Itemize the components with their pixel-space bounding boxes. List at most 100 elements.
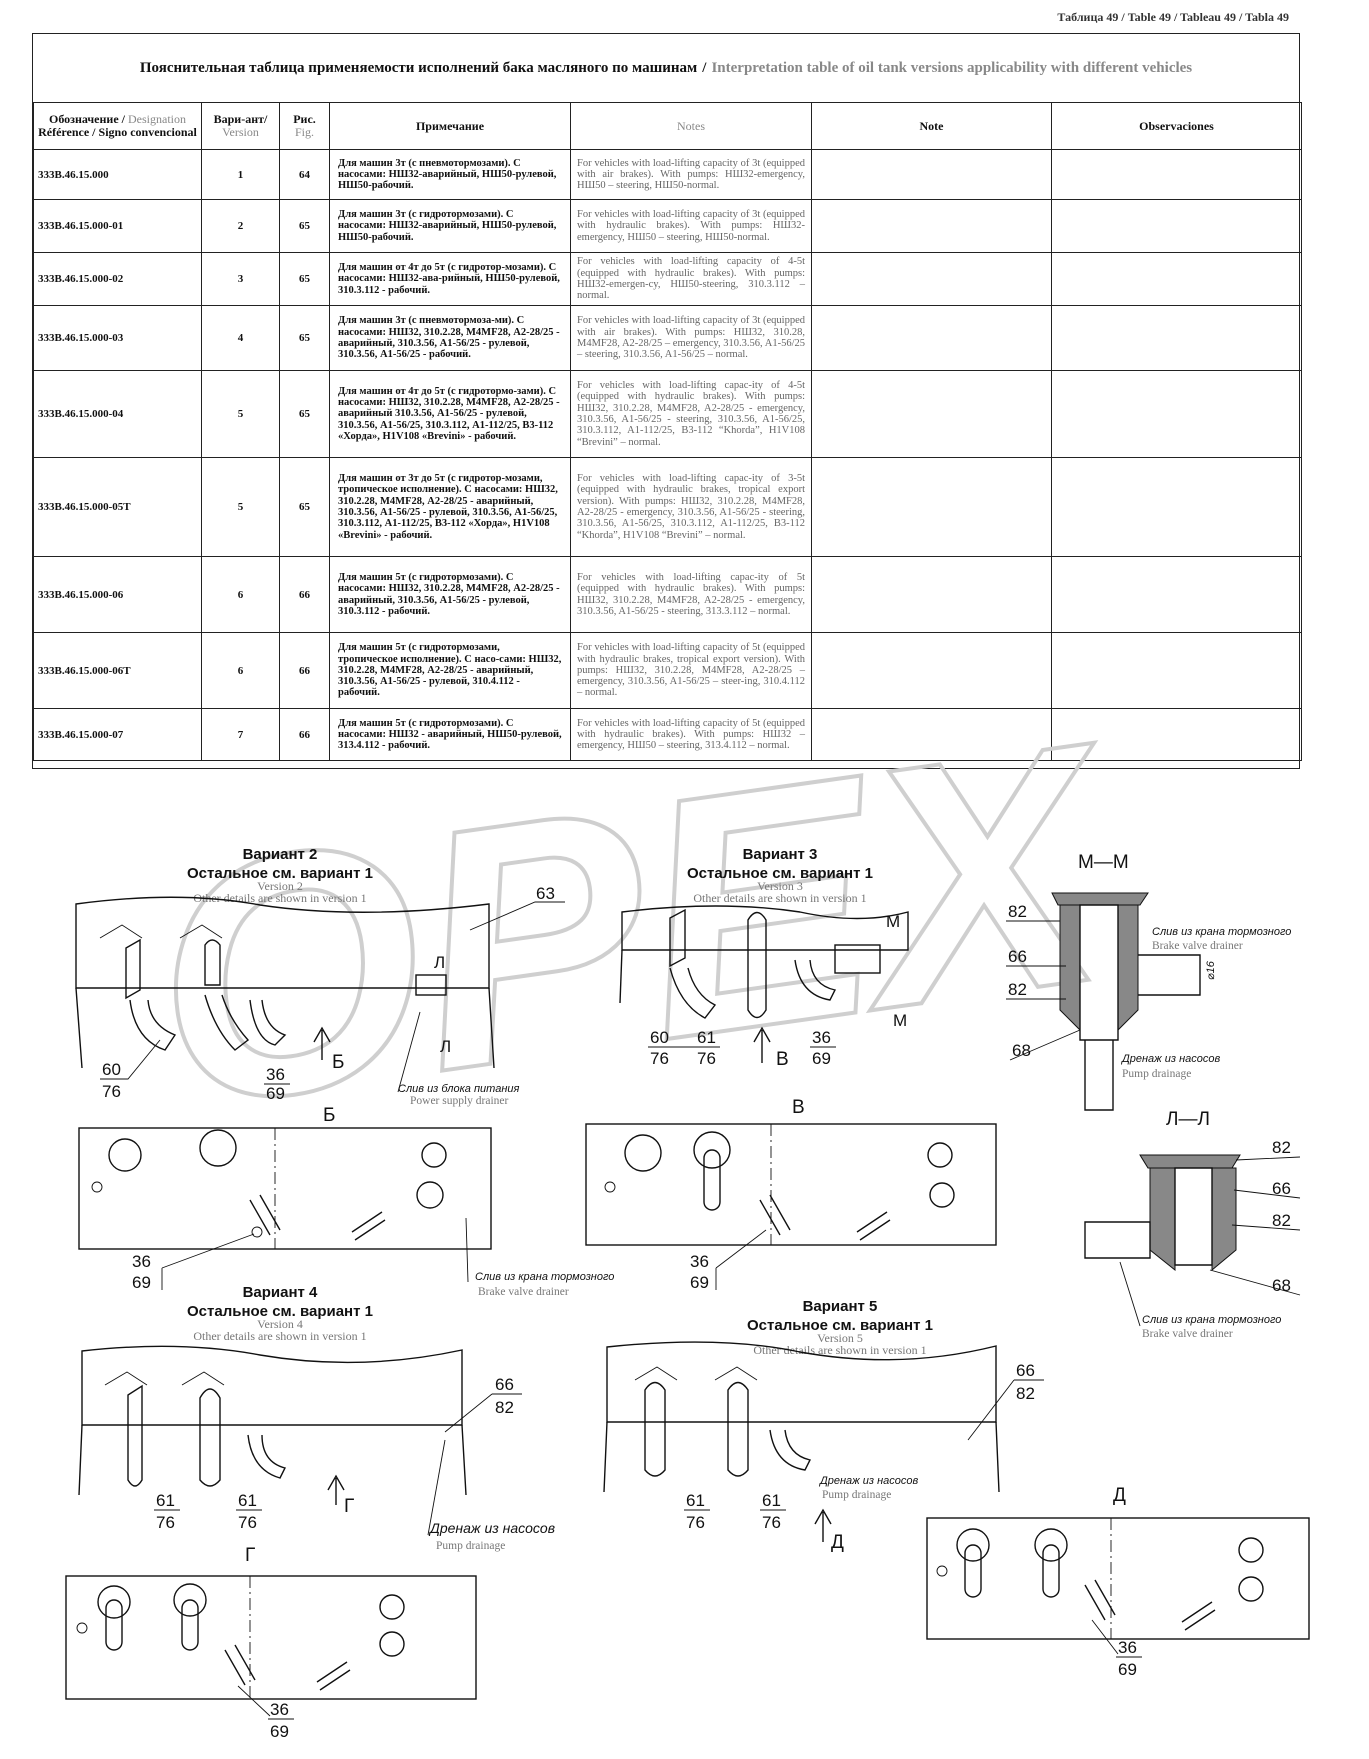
callout-66-v5-leader (967, 1379, 1044, 1441)
callout-36-d: 36 (1118, 1638, 1137, 1657)
table-row: 333B.46.15.000-01 2 65 Для машин 3т (с г… (33, 199, 1302, 253)
callout-36-v2: 36 (266, 1065, 285, 1084)
table-title: Пояснительная таблица применяемости испо… (33, 34, 1299, 103)
variant4-other-en: Other details are shown in version 1 (193, 1329, 366, 1343)
pump-drainage-v4-ru: Дренаж из насосов (428, 1520, 555, 1536)
callout-36-g: 36 (270, 1700, 289, 1719)
cell-note-fr (811, 556, 1052, 633)
view-v-bolt (604, 1181, 616, 1193)
variant3-view-arrow (753, 1026, 771, 1063)
view-v-port-2 (929, 1182, 955, 1208)
section-ll-drawing: Л—Л 82 66 82 68 Слив из крана тормозного… (1084, 1109, 1301, 1340)
variant3-subtitle: Остальное см. вариант 1 (687, 865, 873, 882)
view-d-title: Д (1113, 1485, 1126, 1506)
callout-76-v4b: 76 (238, 1513, 257, 1532)
variant3-drawing: Вариант 3 Остальное см. вариант 1 Versio… (619, 846, 909, 1070)
variant2-tank-body (75, 896, 490, 989)
variant4-view-g-label: Г (344, 1496, 354, 1517)
variant3-mark-m-bottom: М (893, 1011, 907, 1030)
cell-note-fr (811, 252, 1052, 306)
view-b-bolt-2 (251, 1226, 263, 1238)
view-b-plate (78, 1127, 492, 1250)
callout-36-d-leader (1091, 1619, 1142, 1658)
cell-observaciones (1051, 556, 1302, 633)
callout-76-v3: 76 (650, 1049, 669, 1068)
view-v-drawing: В 36 69 (585, 1097, 997, 1292)
callout-66-mm: 66 (1008, 947, 1027, 966)
variant5-pipe-mid (727, 1381, 749, 1477)
variant3-title: Вариант 3 (743, 846, 818, 863)
variant2-pipe-mid (204, 939, 221, 986)
cell-designation: 333B.46.15.000-04 (33, 370, 202, 458)
power-supply-leader (397, 1011, 421, 1093)
cell-note-en: For vehicles with load-lifting capacity … (570, 149, 812, 200)
variant5-view-d-label: Д (831, 1532, 844, 1553)
cell-fig: 65 (279, 457, 330, 557)
view-b-pipe-diag-2 (351, 1211, 386, 1241)
callout-66-ll: 66 (1272, 1179, 1291, 1198)
variant2-version-en: Version 2 (257, 879, 303, 893)
variant5-subtitle: Остальное см. вариант 1 (747, 1317, 933, 1334)
brake-drainer-ll-en: Brake valve drainer (1142, 1328, 1233, 1340)
callout-66-v5: 66 (1016, 1361, 1035, 1380)
variant5-tank-body (606, 1341, 997, 1423)
pump-drainage-v4-leader (427, 1439, 446, 1536)
brake-drainer-ll-ru: Слив из крана тормозного (1142, 1314, 1281, 1326)
variant4-version-en: Version 4 (257, 1317, 303, 1331)
variant2-chevrons (99, 924, 223, 939)
section-mm-cap (1051, 892, 1149, 906)
callout-82-mm-top: 82 (1008, 902, 1027, 921)
variant4-subtitle: Остальное см. вариант 1 (187, 1303, 373, 1320)
pump-drainage-v4-en: Pump drainage (436, 1540, 505, 1552)
variant2-fitting (415, 974, 447, 996)
section-mm-side-pipe (1138, 954, 1201, 996)
cell-observaciones (1051, 632, 1302, 709)
variant4-pipe-mid (199, 1388, 221, 1487)
view-v-pipe-diag (759, 1194, 791, 1236)
cell-fig: 65 (279, 252, 330, 306)
callout-66-v4: 66 (495, 1375, 514, 1394)
view-g-plate (65, 1575, 477, 1700)
section-ll-side-pipe (1084, 1221, 1151, 1259)
brake-drainer-mm-ru: Слив из крана тормозного (1152, 926, 1291, 938)
power-supply-drainer-ru: Слив из блока питания (398, 1083, 519, 1095)
view-d-pipe-2 (1042, 1544, 1060, 1598)
variant4-view-arrow (327, 1474, 345, 1505)
variant2-drawing: Вариант 2 Остальное см. вариант 1 Versio… (75, 846, 565, 1107)
callout-66-v4-leader (444, 1393, 522, 1433)
view-d-port-2 (1238, 1576, 1264, 1602)
view-d-port-1 (1238, 1537, 1264, 1563)
callout-36-v: 36 (690, 1252, 709, 1271)
section-mm-drawing: М—М 82 66 82 68 Слив из крана тормозного… (1006, 852, 1291, 1111)
view-v-flange-2 (693, 1131, 731, 1169)
view-v-pipe-diag-2 (856, 1211, 891, 1241)
view-b-port-2 (416, 1181, 444, 1209)
callout-61-v4b: 61 (238, 1491, 257, 1510)
variant4-elbow (247, 1434, 287, 1479)
callout-82-v4: 82 (495, 1398, 514, 1417)
callout-69-v: 69 (690, 1273, 709, 1292)
variant5-chevrons (634, 1366, 758, 1381)
callout-61-v5: 61 (686, 1491, 705, 1510)
cell-version: 5 (201, 370, 280, 458)
callout-76-v5: 76 (686, 1513, 705, 1532)
cell-observaciones (1051, 252, 1302, 306)
pump-drainage-v5-ru: Дренаж из насосов (818, 1475, 918, 1487)
variant2-mark-l-bottom: Л (440, 1037, 451, 1056)
cell-note-fr (811, 199, 1052, 253)
variant5-elbow (769, 1429, 812, 1471)
variant4-pipe-left (127, 1384, 143, 1487)
cell-note-ru: Для машин 3т (с пневмотормозами). С насо… (329, 149, 571, 200)
callout-82-ll-top: 82 (1272, 1138, 1291, 1157)
brake-drainer-mm-en: Brake valve drainer (1152, 940, 1243, 952)
variant5-other-en: Other details are shown in version 1 (753, 1343, 926, 1357)
cell-version: 3 (201, 252, 280, 306)
callout-69-g: 69 (270, 1722, 289, 1741)
section-mm-leaders (1006, 920, 1081, 1061)
view-b-drawing: Б 36 69 Слив из крана тормозного Brake v… (78, 1105, 614, 1298)
cell-note-fr (811, 305, 1052, 371)
cell-note-ru: Для машин 5т (с гидротормозами, тропичес… (329, 632, 571, 709)
view-v-plate (585, 1123, 997, 1246)
callout-36-b: 36 (132, 1252, 151, 1271)
variant2-other-en: Other details are shown in version 1 (193, 891, 366, 905)
